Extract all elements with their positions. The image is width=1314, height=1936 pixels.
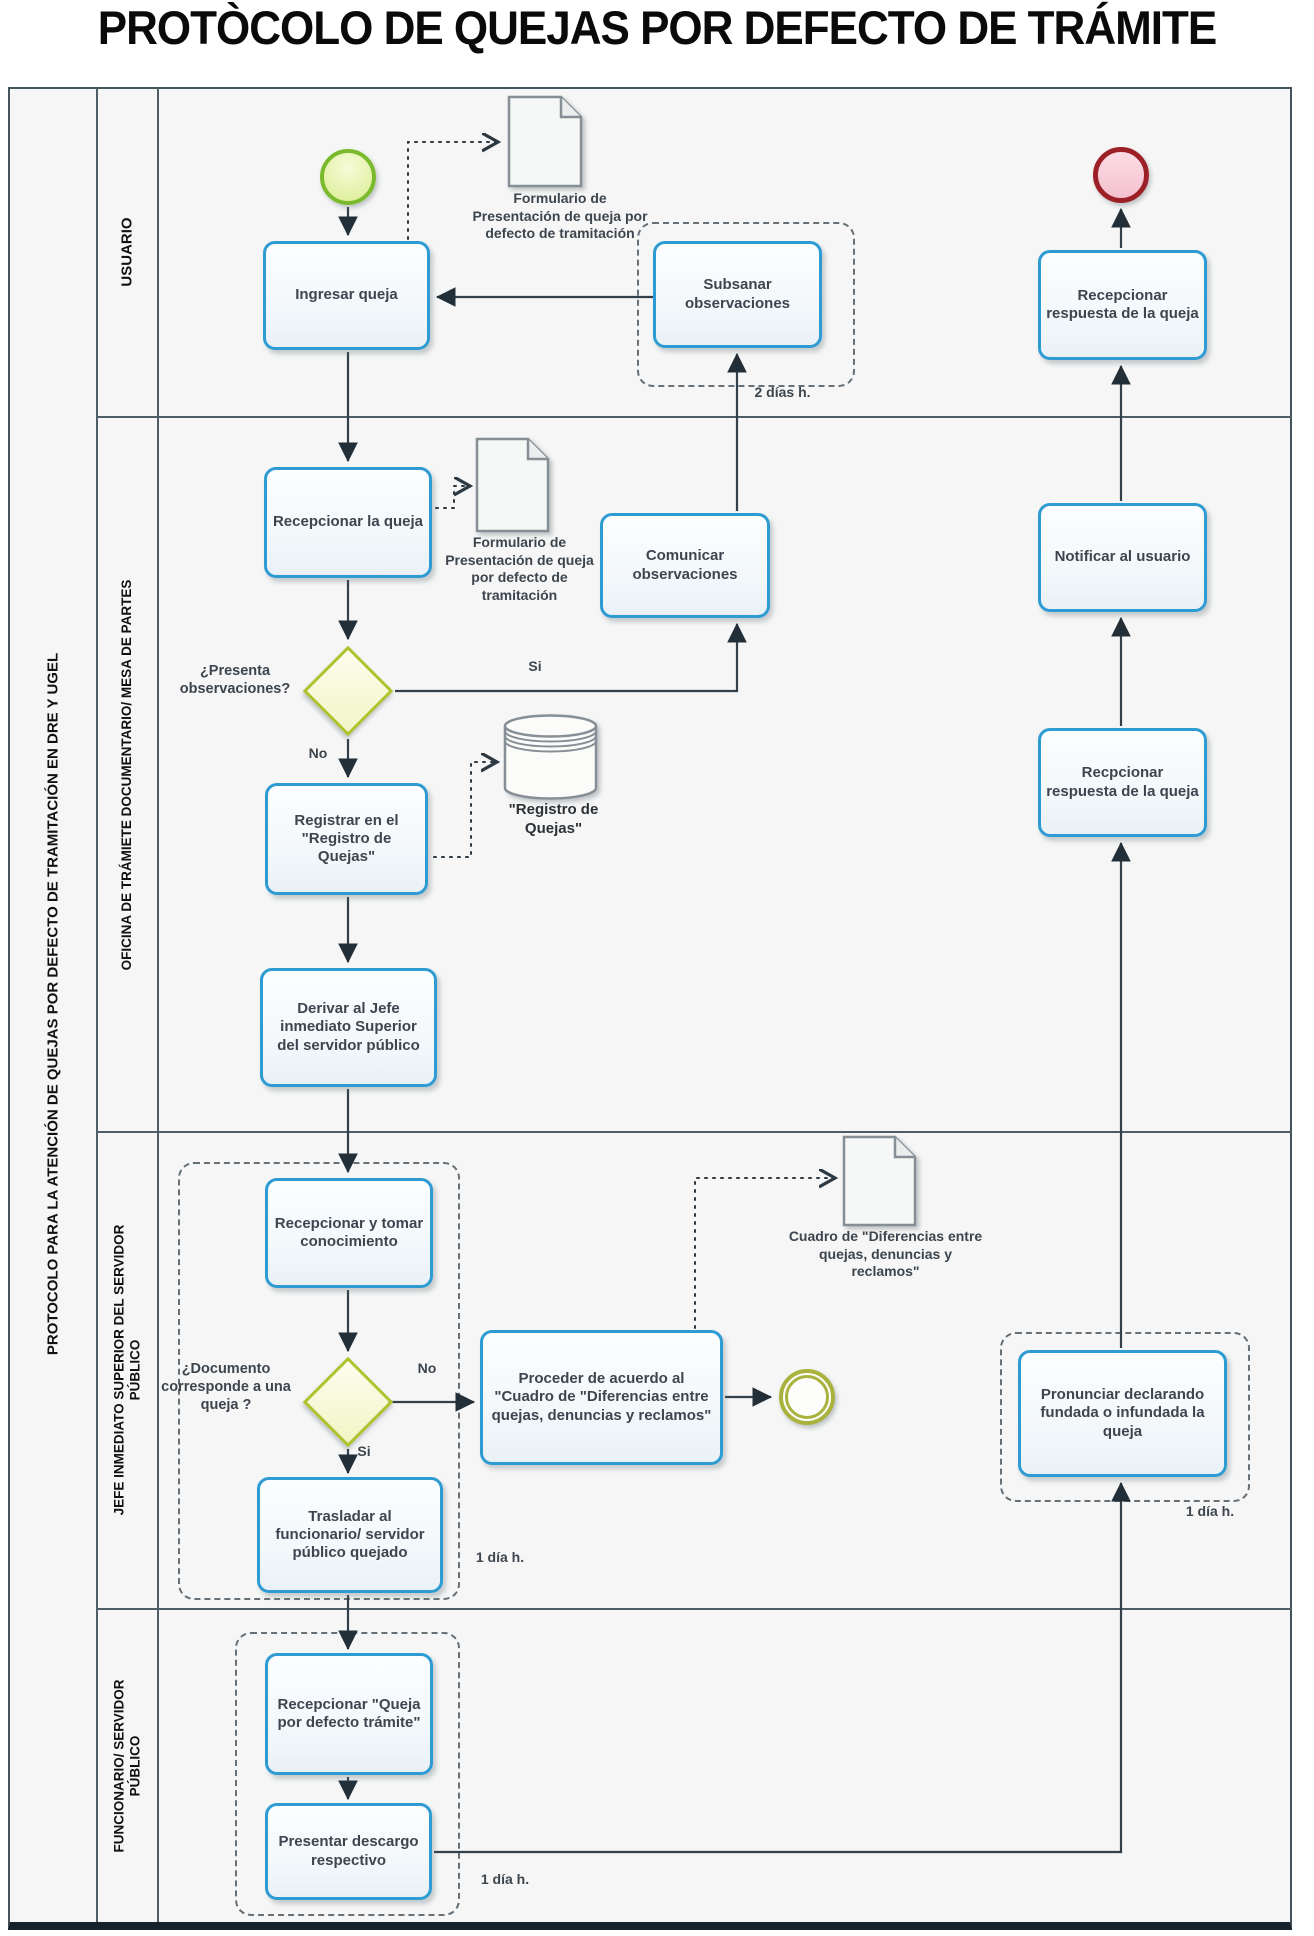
pool-title: PROTOCOLO PARA LA ATENCIÓN DE QUEJAS POR…	[44, 652, 62, 1356]
label-formulario1: Formulario de Presentación de queja por …	[472, 190, 648, 241]
task-notificar-usuario: Notificar al usuario	[1038, 503, 1207, 612]
lane-label-usuario: USUARIO	[118, 217, 136, 287]
end-event-no-queja	[779, 1369, 835, 1425]
task-registrar-registro-quejas: Registrar en el "Registro de Quejas"	[265, 783, 428, 895]
label-gateway-presenta: ¿Presenta observaciones?	[179, 663, 291, 698]
lane-label-funcionario: FUNCIONARIO/ SERVIDOR PÚBLICO	[111, 1679, 142, 1853]
task-ingresar-queja: Ingresar queja	[263, 241, 430, 350]
label-timer-pronunciar: 1 día h.	[1185, 1503, 1235, 1519]
label-timer-subsanar: 2 días h.	[754, 384, 811, 400]
task-recepcionar-respuesta-usuario: Recepcionar respuesta de la queja	[1038, 250, 1207, 360]
task-comunicar-observaciones: Comunicar observaciones	[600, 513, 770, 618]
document-icon-cuadro	[842, 1135, 917, 1227]
label-si-2: Si	[357, 1443, 371, 1459]
subsanar-group	[637, 222, 855, 387]
label-no-1: No	[308, 745, 328, 761]
label-registro-quejas: "Registro de Quejas"	[508, 801, 599, 837]
label-timer-trasladar: 1 día h.	[475, 1549, 525, 1565]
jefe-inmediato-group	[178, 1162, 460, 1600]
task-pronunciar-fundada-infundada: Pronunciar declarando fundada o infundad…	[1018, 1350, 1227, 1477]
end-event-no-queja-ring	[785, 1375, 829, 1419]
page-title: PROTÒCOLO DE QUEJAS POR DEFECTO DE TRÁMI…	[97, 2, 1217, 55]
label-no-2: No	[417, 1360, 437, 1376]
label-formulario2: Formulario de Presentación de queja por …	[445, 534, 594, 603]
document-icon-formulario1	[507, 95, 583, 188]
lane-divider-1	[97, 416, 1292, 418]
end-event-respuesta	[1093, 147, 1149, 203]
task-subsanar-observaciones: Subsanar observaciones	[653, 241, 822, 348]
task-presentar-descargo: Presentar descargo respectivo	[265, 1803, 432, 1900]
label-si-1: Si	[528, 658, 542, 674]
lane-divider-2	[97, 1131, 1292, 1133]
lane-label-oficina-tramite: OFICINA DE TRÁMIETE DOCUMENTARIO/ MESA D…	[119, 579, 135, 971]
lane-label-divider	[157, 87, 159, 1922]
label-cuadro-diferencias: Cuadro de "Diferencias entre quejas, den…	[788, 1228, 983, 1279]
task-recepcionar-queja-defecto: Recepcionar "Queja por defecto trámite"	[265, 1653, 433, 1775]
label-timer-presentar: 1 día h.	[480, 1871, 530, 1887]
database-icon-registro-quejas	[503, 714, 598, 800]
lane-label-jefe-inmediato: JEFE INMEDIATO SUPERIOR DEL SERVIDOR PÚB…	[111, 1224, 142, 1516]
task-recepcionar-tomar-conocimiento: Recepcionar y tomar conocimiento	[265, 1178, 433, 1288]
task-recepcionar-la-queja: Recepcionar la queja	[264, 467, 432, 578]
document-icon-formulario2	[475, 437, 550, 533]
lane-divider-3	[97, 1608, 1292, 1610]
task-trasladar-funcionario: Trasladar al funcionario/ servidor públi…	[257, 1477, 443, 1593]
task-recpcionar-respuesta: Recpcionar respuesta de la queja	[1038, 728, 1207, 837]
task-proceder-cuadro-diferencias: Proceder de acuerdo al "Cuadro de "Difer…	[480, 1330, 723, 1465]
task-derivar-jefe-inmediato: Derivar al Jefe inmediato Superior del s…	[260, 968, 437, 1087]
start-event	[320, 149, 376, 205]
label-gateway-documento: ¿Documento corresponde a una queja ?	[161, 1361, 291, 1414]
pool-title-divider	[96, 87, 98, 1922]
